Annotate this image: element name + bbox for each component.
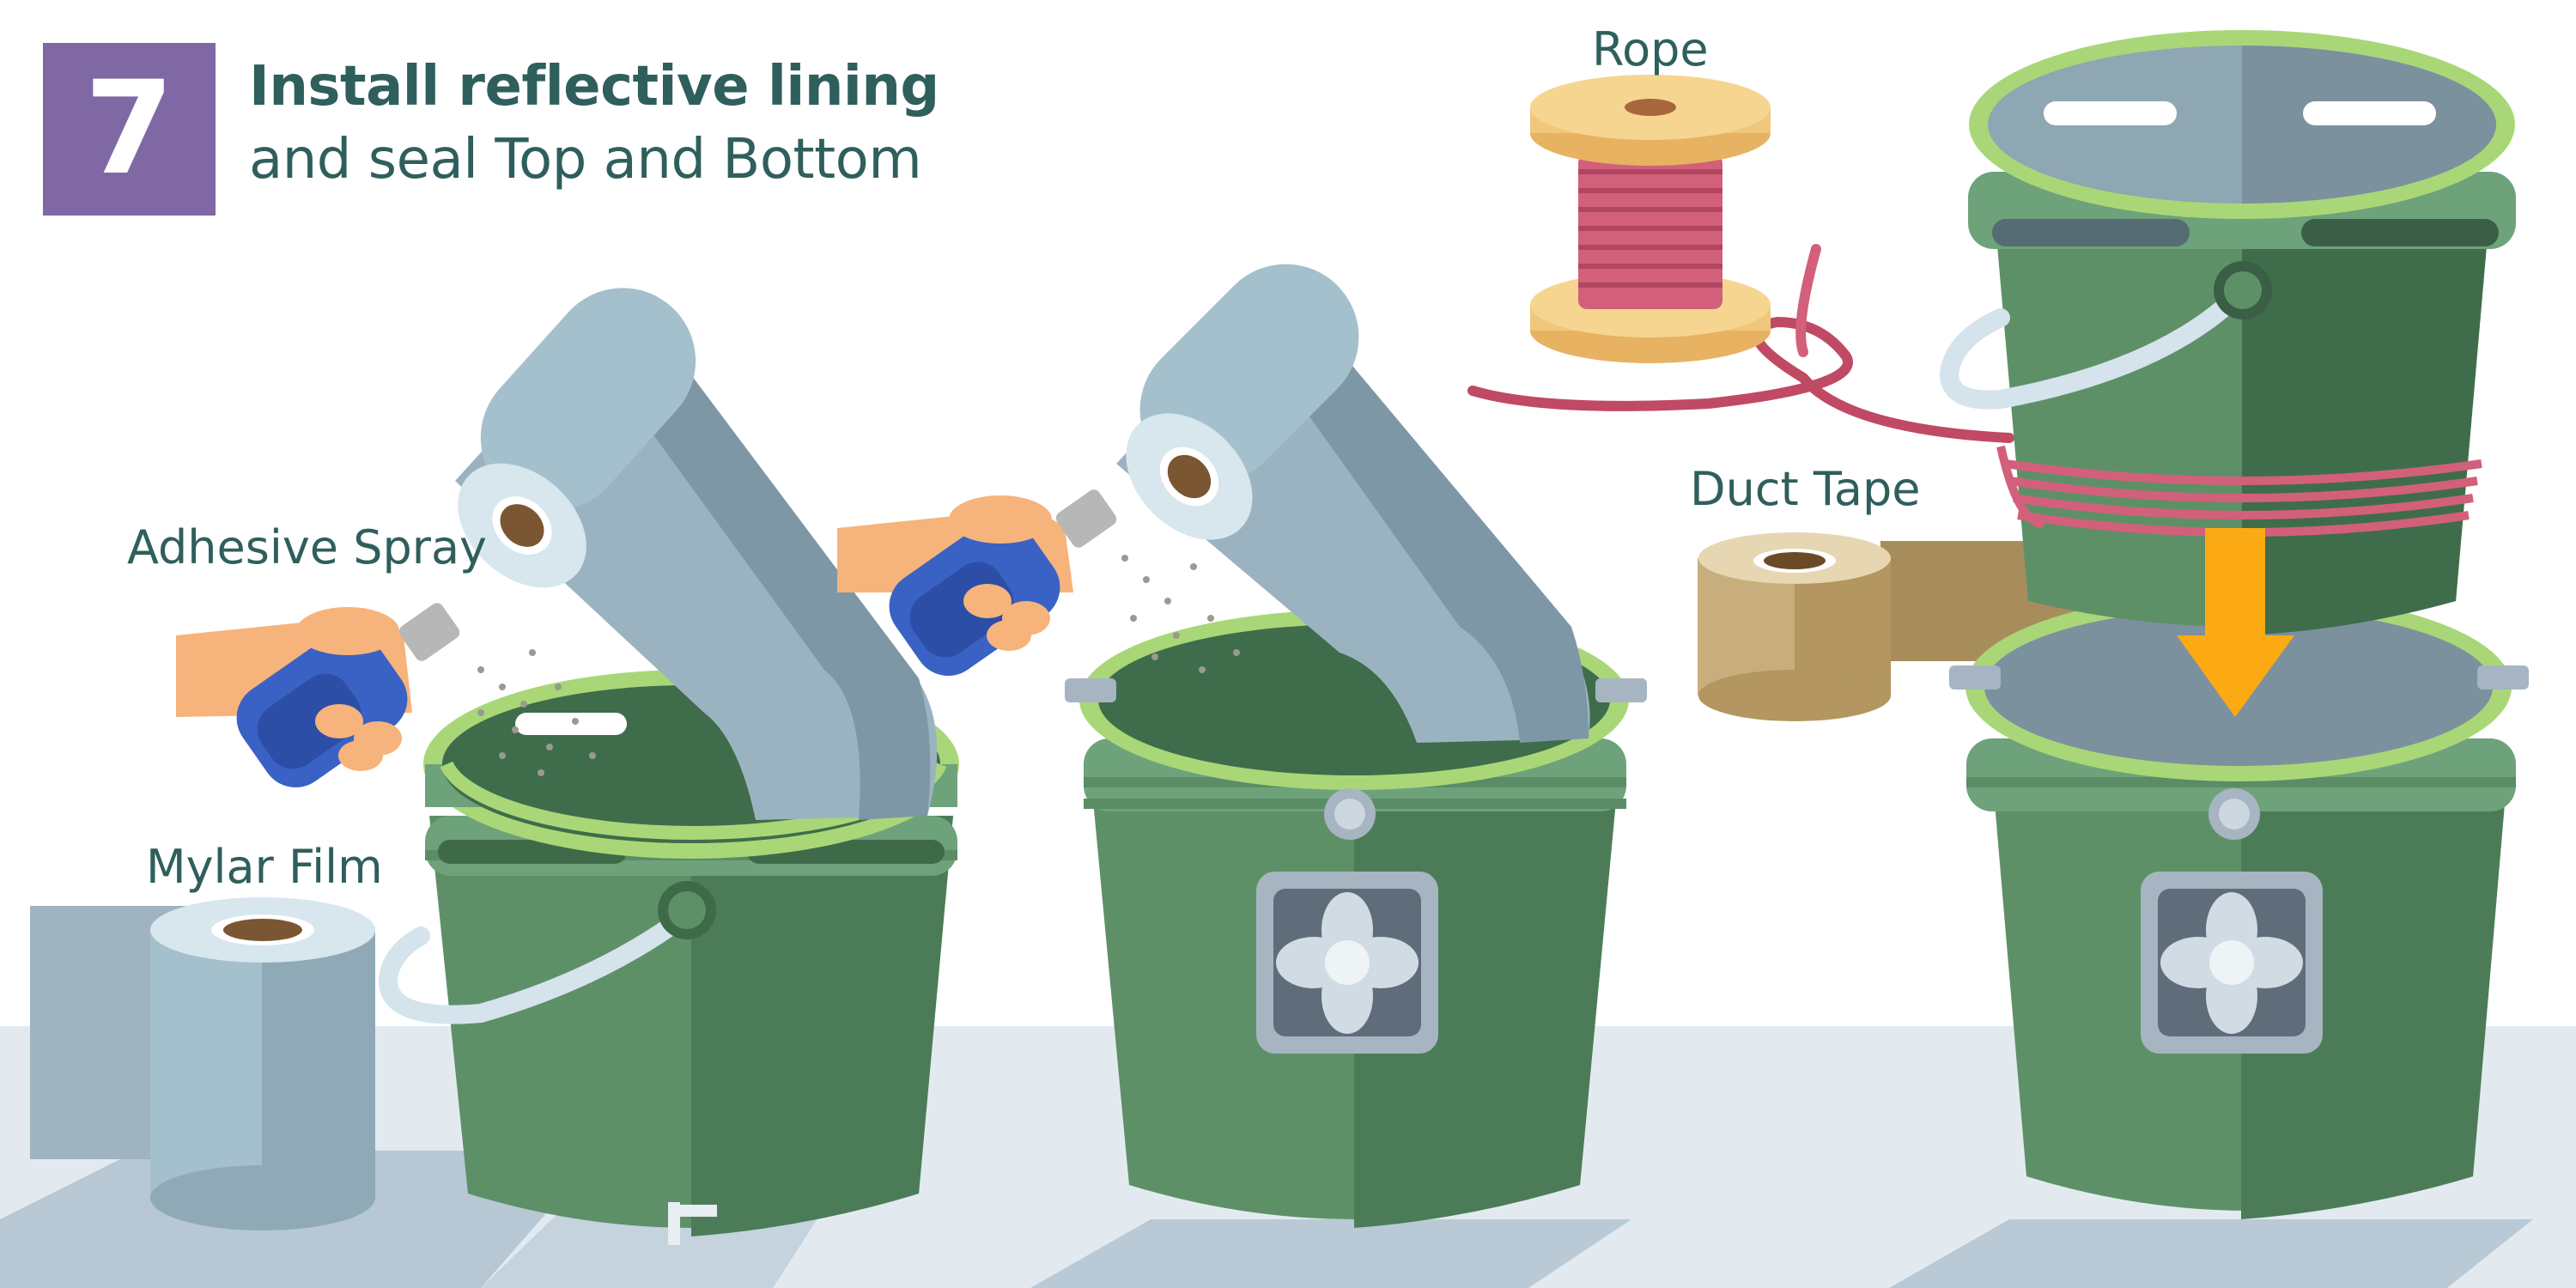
down-arrow-icon (2177, 528, 2294, 717)
rope-spool-icon (1467, 75, 2014, 443)
adhesive-spray-can-icon (837, 489, 1240, 677)
bucket-icon (379, 288, 959, 1245)
mylar-film-roll-icon (1126, 264, 1359, 540)
fan-icon (2141, 872, 2323, 1054)
bucket-icon (1065, 264, 1647, 1228)
mylar-film-label: Mylar Film (146, 840, 383, 894)
fan-icon (1256, 872, 1438, 1054)
mylar-film-roll-icon (30, 897, 375, 1230)
title-line-1: Install reflective lining (249, 55, 939, 118)
title-line-2: and seal Top and Bottom (249, 128, 922, 191)
adhesive-spray-label: Adhesive Spray (127, 520, 488, 574)
duct-tape-label: Duct Tape (1690, 462, 1921, 516)
mylar-film-roll-icon (458, 288, 696, 588)
bucket-icon (1939, 30, 2516, 635)
rope-label: Rope (1592, 22, 1709, 76)
adhesive-spray-can-icon (176, 603, 596, 788)
step-number-badge: 7 (43, 43, 216, 216)
step-title: Install reflective lining and seal Top a… (249, 50, 939, 196)
